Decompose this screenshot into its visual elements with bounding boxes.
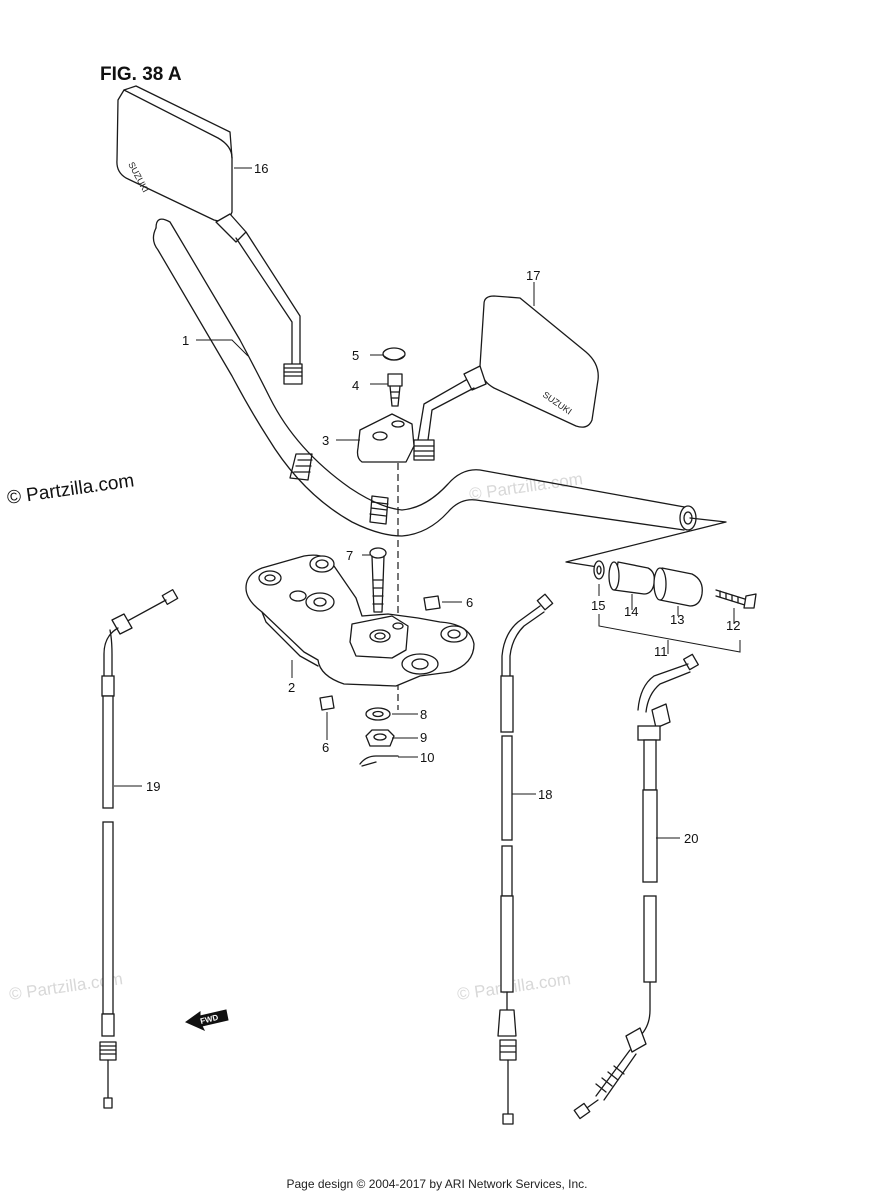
callout-4: 4 <box>352 378 359 393</box>
figure-title: FIG. 38 A <box>100 64 182 85</box>
callout-11: 11 <box>654 644 668 659</box>
handlebar <box>152 218 697 537</box>
callout-14: 14 <box>624 604 638 619</box>
cable-19 <box>99 589 179 1109</box>
bolt-7 <box>369 547 387 613</box>
cushion <box>319 695 335 711</box>
callout-leaders <box>114 167 735 839</box>
washer-nut-pin <box>359 707 399 767</box>
callout-18: 18 <box>538 787 552 802</box>
callout-15: 15 <box>591 598 605 613</box>
holder-parts <box>356 347 415 463</box>
kit-bracket <box>598 614 741 654</box>
upper-bracket <box>245 554 475 687</box>
callout-13: 13 <box>670 612 684 627</box>
callout-16: 16 <box>254 161 268 176</box>
callout-labels: 1 2 3 4 5 6 6 7 8 9 10 11 12 13 14 15 16… <box>146 161 740 846</box>
callout-12: 12 <box>726 618 740 633</box>
callout-7: 7 <box>346 548 353 563</box>
callout-2: 2 <box>288 680 295 695</box>
right-mirror: SUZUKI <box>413 295 599 461</box>
footer-copyright: Page design © 2004-2017 by ARI Network S… <box>286 1177 587 1191</box>
callout-10: 10 <box>420 750 434 765</box>
callout-19: 19 <box>146 779 160 794</box>
cushion <box>423 595 441 611</box>
left-mirror: SUZUKI <box>116 85 303 385</box>
cable-18 <box>497 593 554 1125</box>
cable-20 <box>573 653 699 1120</box>
callout-20: 20 <box>684 831 698 846</box>
watermark: © Partzilla.com <box>456 969 572 1004</box>
callout-9: 9 <box>420 730 427 745</box>
callout-3: 3 <box>322 433 329 448</box>
fwd-arrow-icon: FWD <box>184 1009 229 1032</box>
callout-17: 17 <box>526 268 540 283</box>
watermark: © Partzilla.com <box>6 470 136 509</box>
grip-end-parts <box>593 560 757 609</box>
fwd-label: FWD <box>199 1013 219 1026</box>
callout-6-lower: 6 <box>322 740 329 755</box>
callout-6-upper: 6 <box>466 595 473 610</box>
callout-1: 1 <box>182 333 189 348</box>
callout-5: 5 <box>352 348 359 363</box>
callout-8: 8 <box>420 707 427 722</box>
assembly-line <box>565 517 727 569</box>
watermark: © Partzilla.com <box>468 469 584 504</box>
